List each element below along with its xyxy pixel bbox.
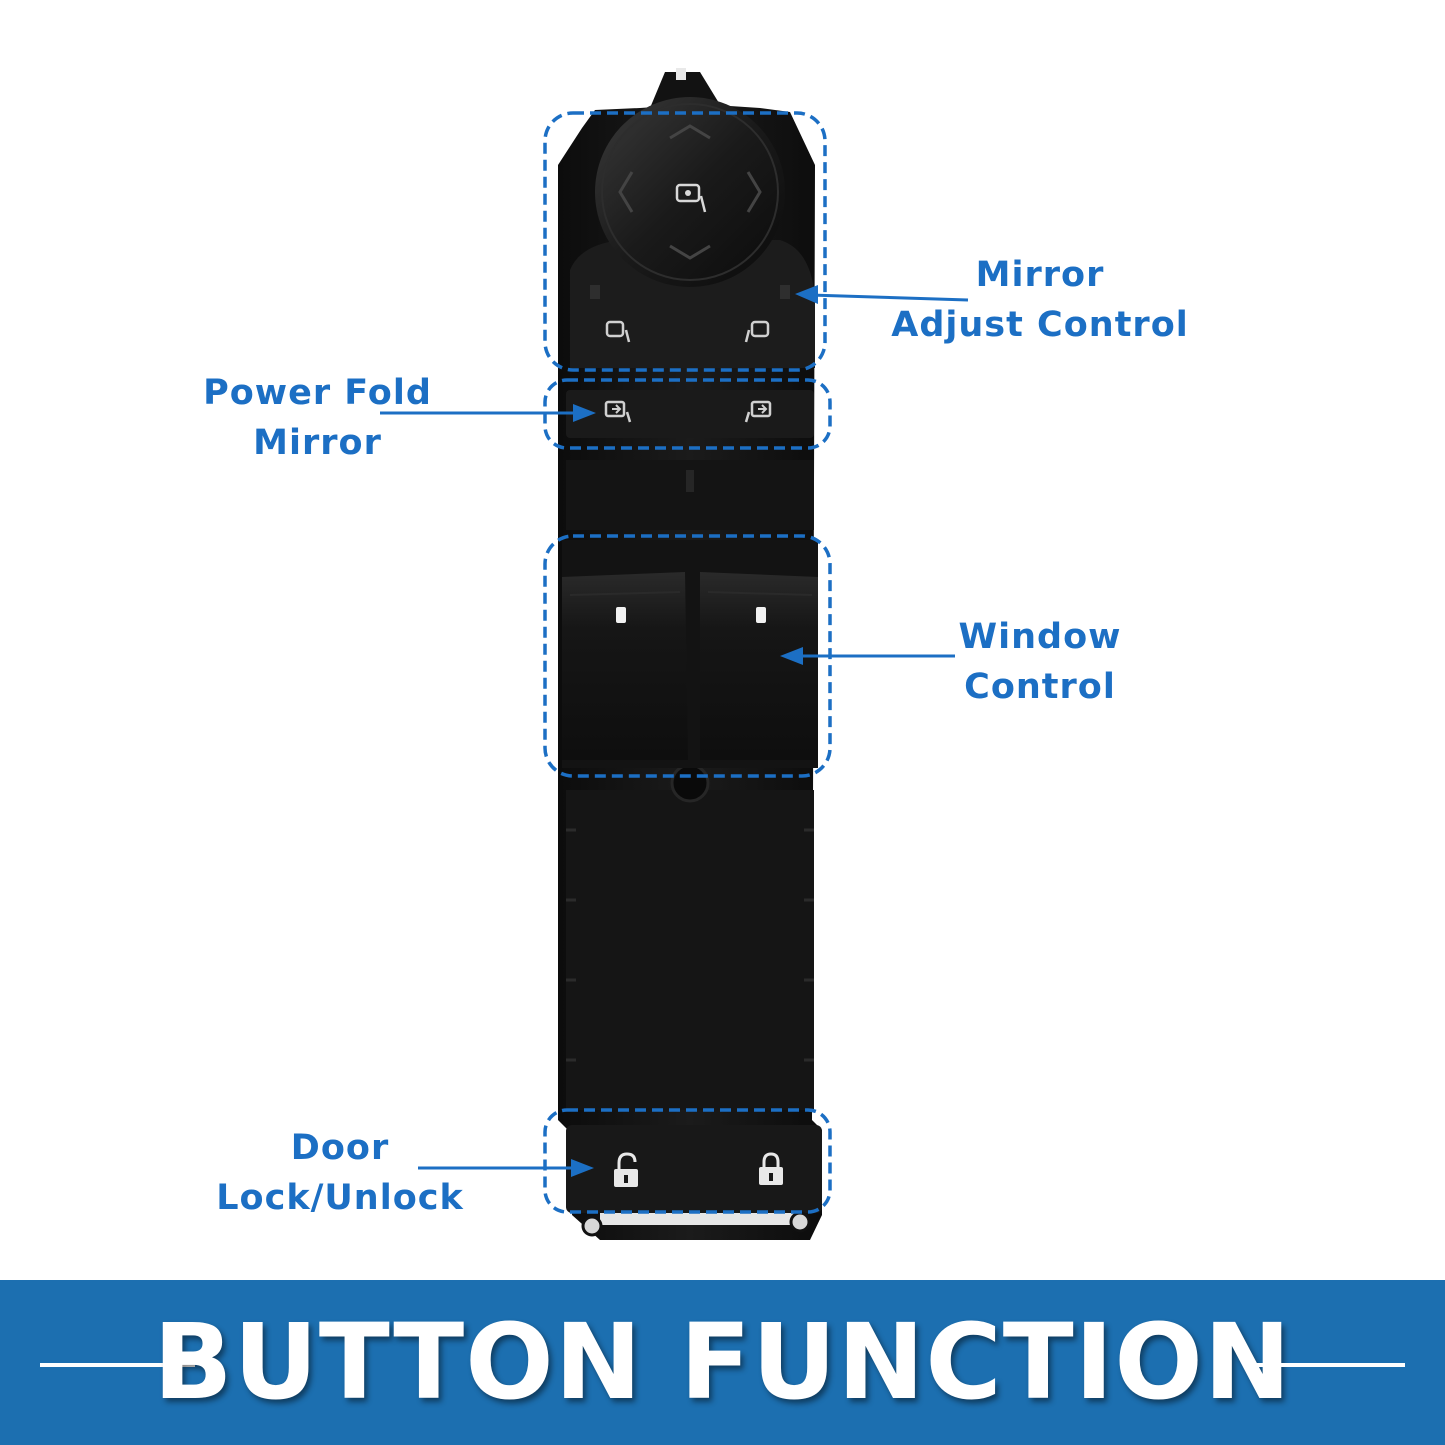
fold-right-icon[interactable]: [744, 400, 772, 423]
power-fold-label: Power Fold Mirror: [190, 368, 445, 468]
window-control-module: [562, 540, 818, 768]
unlock-icon[interactable]: [614, 1152, 638, 1187]
right-window-switch[interactable]: [700, 572, 818, 760]
door-lock-label-line2: Lock/Unlock: [216, 1178, 464, 1218]
power-fold-label-line1: Power Fold: [203, 373, 432, 413]
button-function-banner: BUTTON FUNCTION: [0, 1280, 1445, 1445]
right-window-indicator: [756, 607, 766, 623]
door-lock-outline: [543, 1108, 832, 1214]
lock-icon[interactable]: [759, 1152, 783, 1185]
power-fold-label-line2: Mirror: [253, 423, 382, 463]
left-mirror-icon[interactable]: [605, 320, 631, 343]
mirror-adjust-label-line1: Mirror: [975, 255, 1105, 295]
callout-arrows: [380, 285, 969, 1177]
power-fold-row: [566, 390, 814, 438]
door-lock-label: Door Lock/Unlock: [200, 1123, 480, 1223]
banner-title: BUTTON FUNCTION: [153, 1301, 1292, 1423]
window-control-label-line2: Control: [964, 667, 1116, 707]
window-control-label-line1: Window: [958, 617, 1122, 657]
mirror-adjust-outline: [543, 111, 827, 372]
fold-left-icon[interactable]: [604, 400, 632, 423]
left-window-switch[interactable]: [562, 572, 688, 760]
window-control-label: Window Control: [930, 612, 1150, 712]
mirror-adjust-label: Mirror Adjust Control: [885, 250, 1195, 350]
banner-right-rule: [1250, 1363, 1405, 1367]
mirror-adjust-label-line2: Adjust Control: [891, 305, 1189, 345]
mirror-adjust-arrow: [809, 293, 969, 302]
mirror-adjust-module: [570, 97, 815, 368]
door-lock-module: [566, 1125, 822, 1237]
right-mirror-icon[interactable]: [744, 320, 770, 343]
mirror-joystick-icon: [675, 183, 707, 213]
door-lock-label-line1: Door: [290, 1128, 390, 1168]
left-window-indicator: [616, 607, 626, 623]
banner-left-rule: [40, 1363, 195, 1367]
